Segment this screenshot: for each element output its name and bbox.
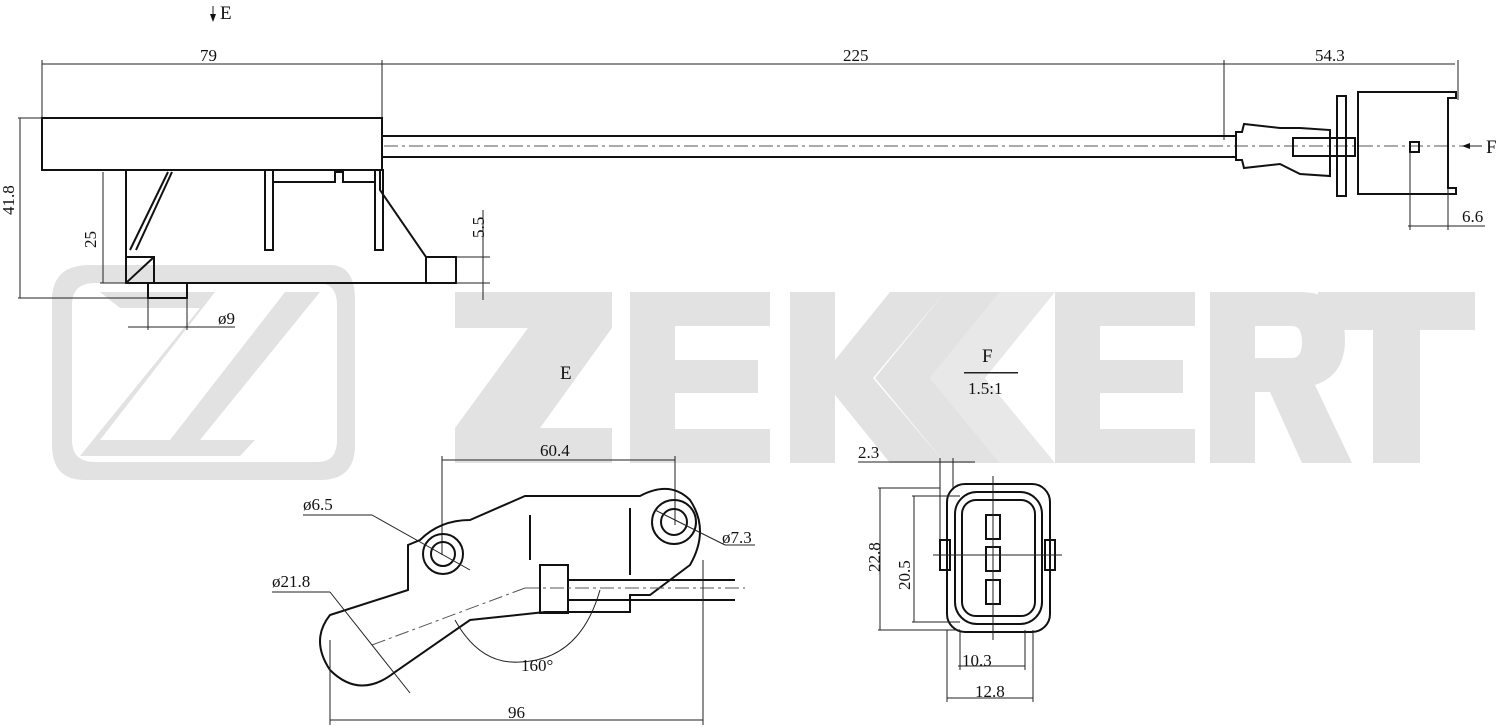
- view-f-label: F: [982, 346, 993, 367]
- view-e-label: E: [560, 363, 572, 384]
- dim-cable-length: 225: [843, 46, 869, 65]
- sensor-side-view: [18, 6, 1485, 330]
- dim-hole-spacing: 60.4: [540, 441, 570, 460]
- dim-mount-height: 25: [81, 231, 100, 248]
- dim-tip-diameter: ø9: [218, 309, 235, 328]
- dim-latch-width: 2.3: [858, 443, 880, 462]
- dim-head-diameter: ø21.8: [272, 572, 311, 591]
- dim-total-height: 41.8: [0, 185, 18, 215]
- dim-hole-right-diameter: ø7.3: [722, 528, 752, 547]
- dim-outer-width: 12.8: [975, 682, 1005, 701]
- watermark-text: [455, 292, 1475, 463]
- section-marker-e: E: [220, 3, 232, 24]
- view-e-top-view: [272, 456, 755, 725]
- view-f-divider: [964, 372, 1018, 373]
- dim-connector-length: 54.3: [1315, 46, 1345, 65]
- view-f-scale: 1.5:1: [968, 379, 1003, 398]
- dim-inner-width: 10.3: [962, 651, 992, 670]
- dim-outer-height: 22.8: [865, 542, 884, 572]
- dim-foot-height: 5.5: [469, 216, 488, 238]
- dim-body-length: 79: [200, 46, 217, 65]
- dim-overall-width: 96: [508, 703, 525, 722]
- view-f-connector-face: [858, 372, 1062, 702]
- dim-hole-left-diameter: ø6.5: [303, 495, 333, 514]
- dim-inner-height: 20.5: [895, 560, 914, 590]
- dim-connector-offset: 6.6: [1462, 207, 1484, 226]
- watermark-logo: [52, 265, 355, 480]
- dim-angle: 160°: [521, 656, 554, 675]
- detail-marker-f: F: [1486, 137, 1497, 158]
